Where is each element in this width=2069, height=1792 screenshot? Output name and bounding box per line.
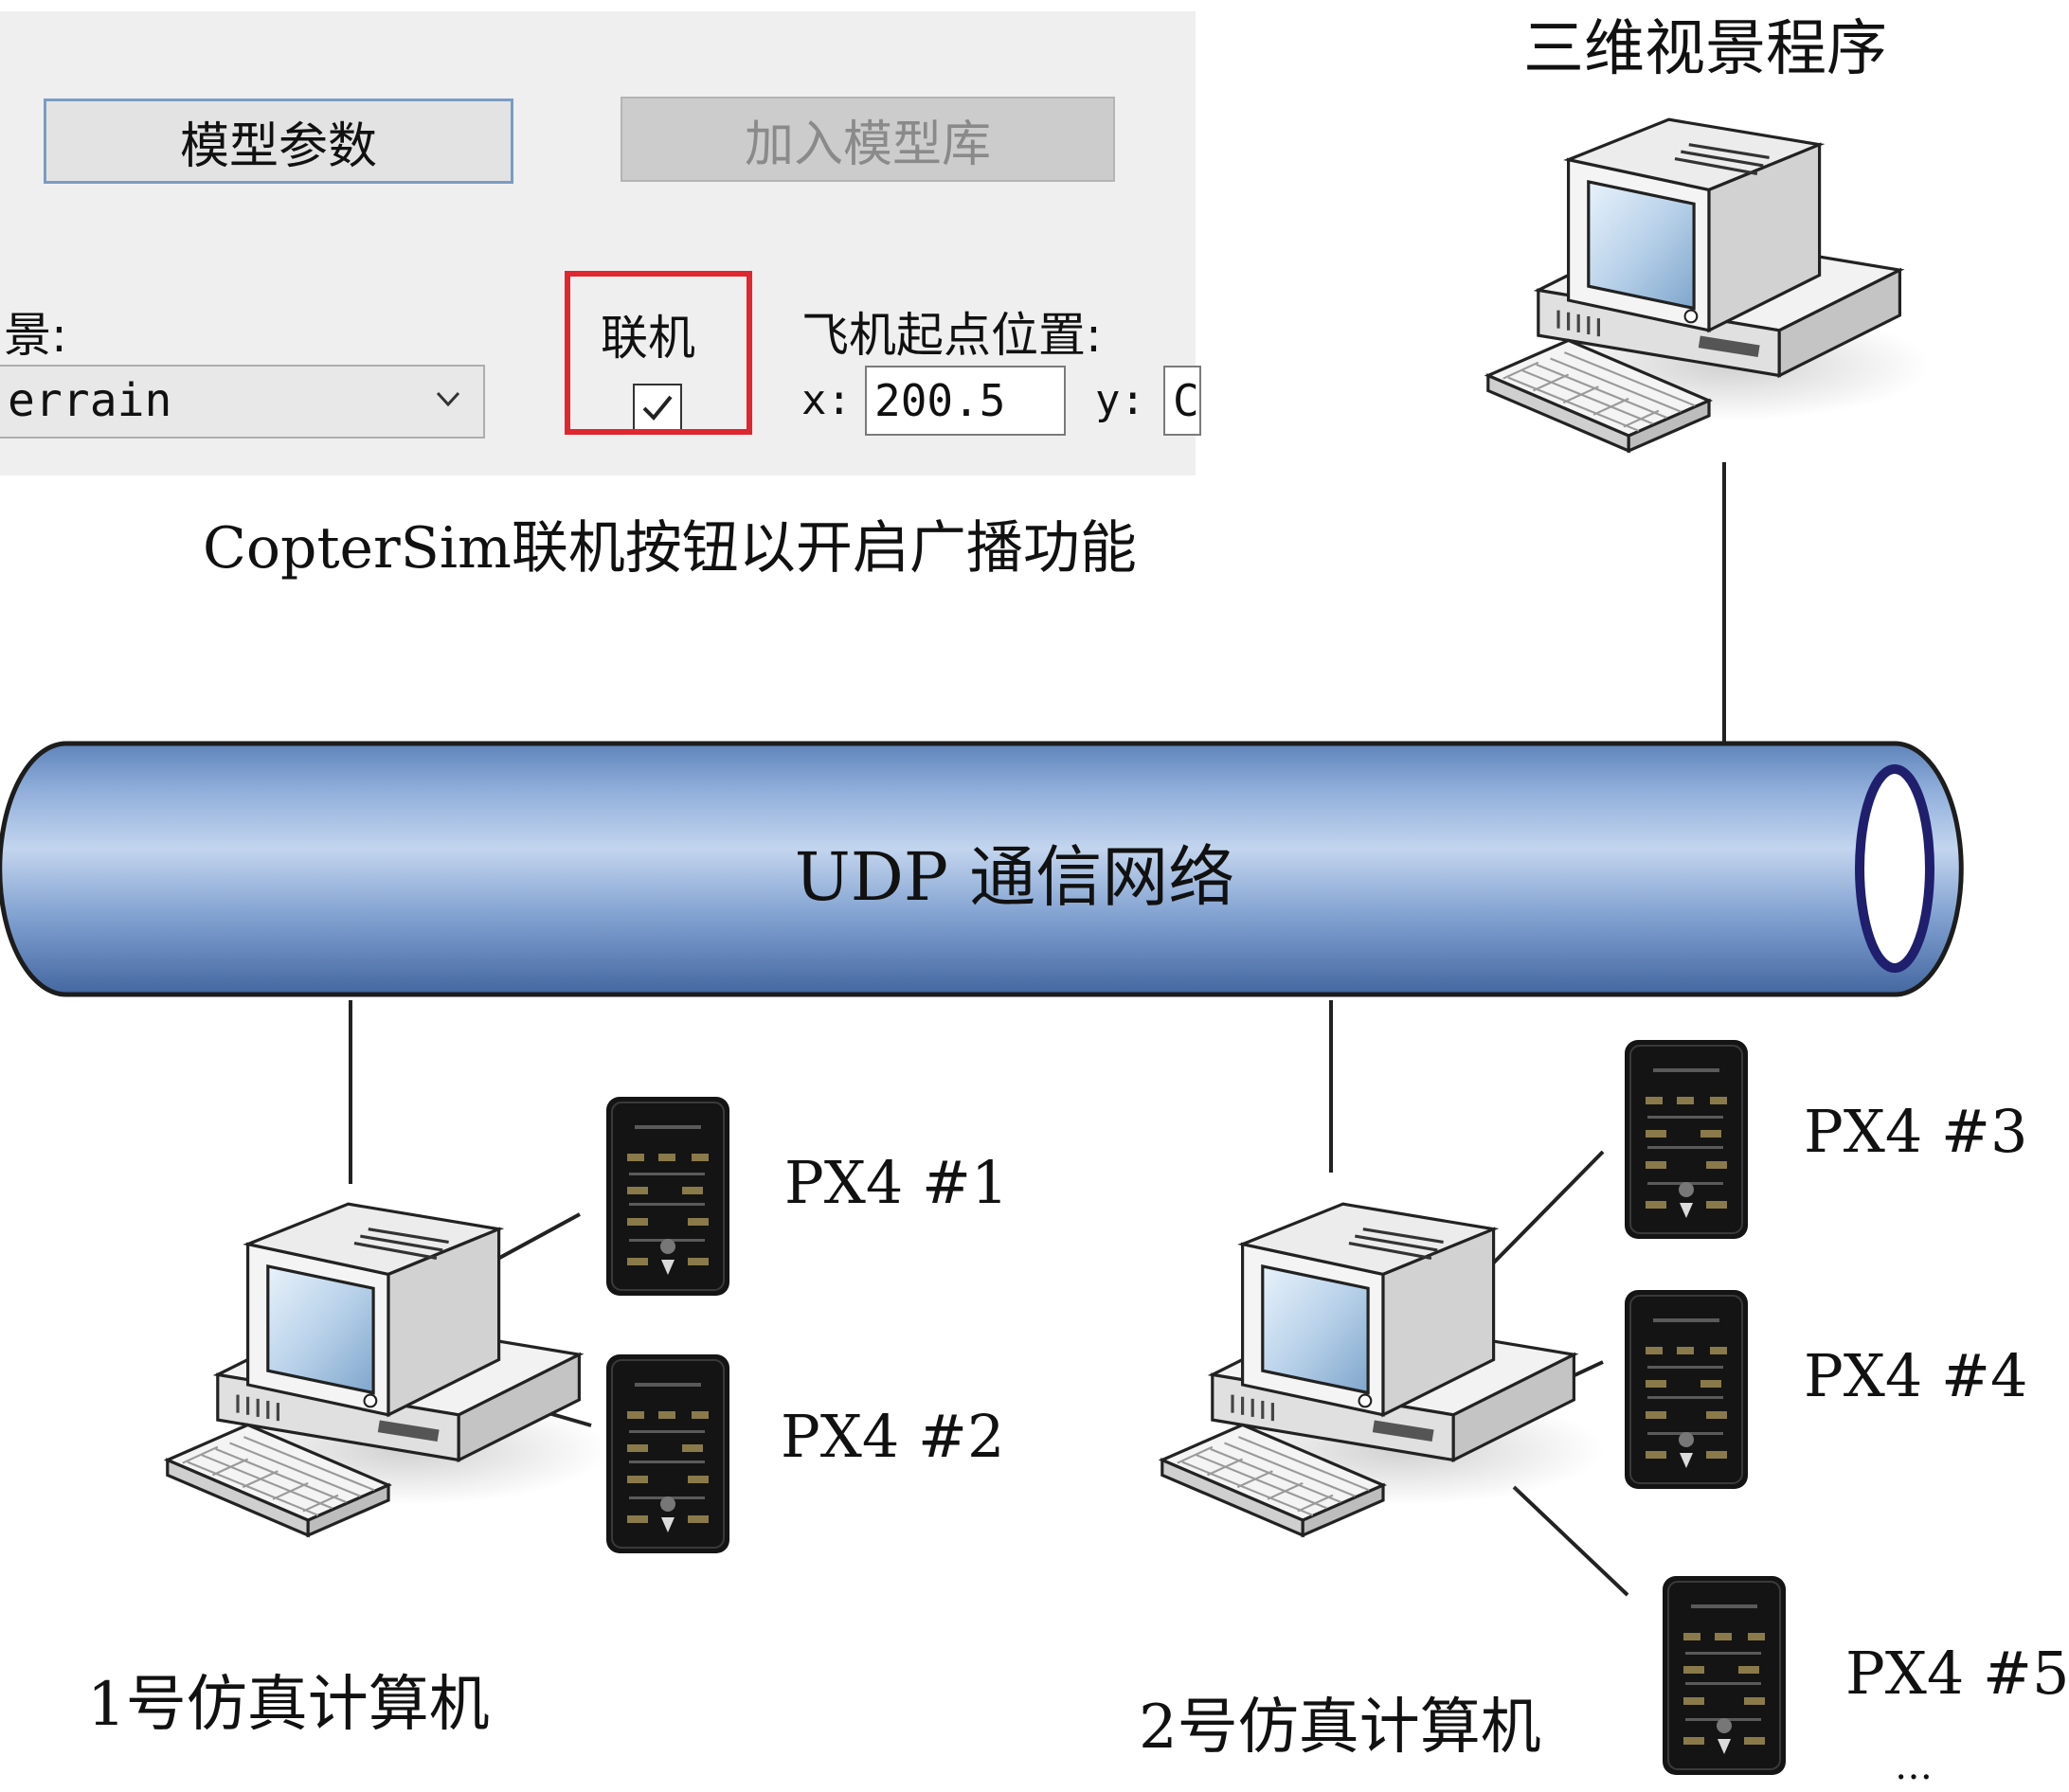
px4-board-icon xyxy=(1662,1575,1787,1776)
network-label: UDP 通信网络 xyxy=(794,838,1235,916)
computer-1-label: 1号仿真计算机 xyxy=(87,1670,490,1740)
online-checkbox[interactable] xyxy=(633,384,682,431)
ui-caption: CopterSim联机按钮以开启广播功能 xyxy=(203,515,1137,582)
add-to-library-button[interactable]: 加入模型库 xyxy=(621,97,1115,182)
coptersim-ui-panel: 模型参数 加入模型库 景: errain 联机 飞机起点位置: x: 200.5… xyxy=(0,11,1201,475)
px4-label-5: PX4 #5 xyxy=(1845,1639,2069,1708)
px4-board-icon xyxy=(1624,1039,1749,1240)
udp-network-pipe xyxy=(0,741,1964,997)
y-position-value: C xyxy=(1173,375,1199,426)
px4-board-icon xyxy=(605,1096,730,1297)
px4-label-2: PX4 #2 xyxy=(781,1402,1005,1471)
x-label: x: xyxy=(801,376,852,424)
line-pc2-px4-5 xyxy=(1512,1485,1629,1597)
online-label: 联机 xyxy=(601,311,695,366)
px4-label-1: PX4 #1 xyxy=(784,1148,1009,1217)
computer-2-label: 2号仿真计算机 xyxy=(1139,1693,1541,1763)
px4-board-icon xyxy=(605,1353,730,1554)
viewer-computer-icon xyxy=(1486,117,1932,453)
line-pc2-px4-3 xyxy=(1485,1150,1605,1271)
online-highlight-box xyxy=(565,271,752,435)
px4-label-3: PX4 #3 xyxy=(1804,1097,2028,1166)
start-position-label: 飞机起点位置: xyxy=(801,308,1102,363)
simulation-computer-2-icon xyxy=(1160,1202,1606,1537)
simulation-computer-1-icon xyxy=(166,1202,611,1537)
x-position-value: 200.5 xyxy=(874,375,1006,426)
y-label: y: xyxy=(1095,376,1145,424)
viewer-label: 三维视景程序 xyxy=(1523,14,1887,84)
scene-select[interactable]: errain xyxy=(0,365,485,439)
px4-label-4: PX4 #4 xyxy=(1804,1341,2028,1410)
y-position-input[interactable]: C xyxy=(1163,366,1201,436)
model-params-button[interactable]: 模型参数 xyxy=(44,99,513,184)
scene-select-value: errain xyxy=(8,374,172,427)
checkmark-icon xyxy=(642,395,673,421)
x-position-input[interactable]: 200.5 xyxy=(865,366,1066,436)
more-boards-ellipsis: … xyxy=(1895,1745,1933,1788)
pipe-end-opening xyxy=(1855,764,1934,973)
px4-board-icon xyxy=(1624,1289,1749,1490)
chevron-down-icon xyxy=(436,391,460,407)
scene-label: 景: xyxy=(4,308,67,363)
